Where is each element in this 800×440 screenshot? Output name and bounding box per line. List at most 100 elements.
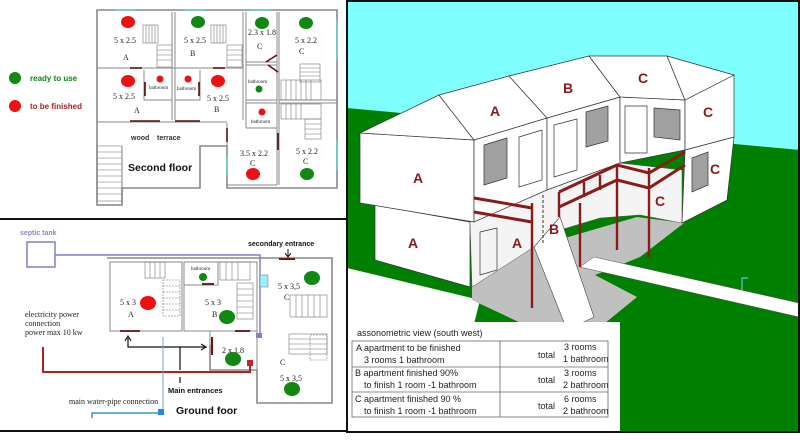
label: 5 x 2.2 <box>296 147 318 156</box>
label: C <box>284 293 289 302</box>
second-floor-plan: ready to use to be finished <box>9 9 338 206</box>
table-row: C apartment finished 90 % to finish 1 ro… <box>355 394 609 416</box>
label: B apartment finished 90% <box>355 368 458 378</box>
label: C <box>710 161 720 177</box>
arrowheads <box>124 334 208 351</box>
marker-icon <box>741 277 748 290</box>
house-windows <box>483 105 709 193</box>
iso-frame <box>346 0 800 433</box>
main-entrances-label: Main entrances <box>168 386 223 395</box>
label: 2 bathroom <box>563 380 609 390</box>
ground-room-labels: 5 x 3A bathroom 5 x 3B 5 x 3,5C 2 x 1.8 … <box>120 267 302 383</box>
label: 3 rooms 1 bathroom <box>364 355 445 365</box>
label: B <box>212 310 217 319</box>
second-floor-title: Second floor <box>128 162 192 174</box>
label: to finish 1 room -1 bathroom <box>364 406 477 416</box>
windows <box>115 9 338 175</box>
label: A <box>490 103 500 119</box>
water-pipe <box>91 412 160 418</box>
label: 2 x 1.8 <box>222 346 244 355</box>
label: 2 bathroom <box>563 406 609 416</box>
water-connection-box <box>158 409 164 415</box>
secondary-entrance-label: secondary entrance <box>248 241 314 248</box>
label: 3 rooms <box>564 368 597 378</box>
label: bathroom <box>177 87 196 92</box>
label: bathroom <box>191 267 210 272</box>
power-meter <box>247 360 253 366</box>
table-row: A apartment to be finished 3 rooms 1 bat… <box>356 342 609 365</box>
label: 5 x 2.5 <box>113 92 135 101</box>
label: 5 x 2.2 <box>295 36 317 45</box>
label: bathroom <box>248 80 267 85</box>
label: 5 x 2.5 <box>184 36 206 45</box>
room-status-dots <box>121 16 314 180</box>
label: bathroom <box>149 86 168 91</box>
label: B <box>549 221 559 237</box>
apartment-labels: A A B C C C C A A B <box>408 70 720 251</box>
label: C <box>655 193 665 209</box>
balcony-railing <box>473 150 686 308</box>
septic-pipe <box>55 254 261 335</box>
ramp <box>533 216 595 331</box>
label: A <box>413 170 423 186</box>
ground-status-dots <box>140 271 320 396</box>
stairs <box>96 24 322 202</box>
label: A apartment to be finished <box>356 343 461 353</box>
label: C <box>250 159 255 168</box>
entrance-arrows <box>127 338 205 383</box>
label: 5 x 3,5 <box>278 282 300 291</box>
label: 5 x 3 <box>205 298 221 307</box>
label: B <box>190 49 195 58</box>
label: A <box>123 53 129 62</box>
label: total <box>538 350 555 360</box>
power-label-1: electricity power <box>25 310 79 319</box>
isometric-view: A A B C C C C A A B assonometric view (s… <box>346 0 800 433</box>
legend-ready-dot <box>9 72 21 84</box>
label: C <box>299 47 304 56</box>
label: total <box>538 401 555 411</box>
label: to finish 1 room -1 bathroom <box>364 380 477 390</box>
label: 2.3 x 1.8 <box>248 28 276 37</box>
power-label-3: power max 10 kw <box>25 328 83 337</box>
iso-caption: assonometric view (south west) <box>357 328 483 338</box>
septic-pipe-end <box>256 333 262 338</box>
septic-tank <box>26 241 56 268</box>
label: C <box>280 358 285 367</box>
label: C <box>303 157 308 166</box>
ground-sink <box>259 274 269 288</box>
legend-unfinished-dot <box>9 100 21 112</box>
ground-floor-plan: septic tank 5 <box>20 230 333 418</box>
label: total <box>538 375 555 385</box>
label: C <box>703 104 713 120</box>
ground-floor-title: Ground foor <box>176 405 237 417</box>
label: A <box>128 310 134 319</box>
label: 5 x 2.5 <box>114 36 136 45</box>
label: 5 x 3,5 <box>280 374 302 383</box>
label: C apartment finished 90 % <box>355 394 461 404</box>
label: C <box>638 70 648 86</box>
terrace-label: wood terrace <box>130 135 181 142</box>
power-label-2: connection <box>25 319 60 328</box>
summary-table: A apartment to be finished 3 rooms 1 bat… <box>351 340 609 418</box>
label: 5 x 2.5 <box>207 94 229 103</box>
doors <box>130 54 279 150</box>
legend-unfinished-label: to be finished <box>30 102 82 111</box>
power-line <box>42 347 251 373</box>
label: B <box>563 80 573 96</box>
ground-doors <box>120 283 250 332</box>
label: 1 bathroom <box>563 354 609 364</box>
septic-tank-label: septic tank <box>20 230 57 237</box>
label: A <box>134 106 140 115</box>
water-label: main water-pipe connection <box>69 397 158 406</box>
label: 5 x 3 <box>120 298 136 307</box>
label: 6 rooms <box>564 394 597 404</box>
label: C <box>257 42 262 51</box>
room-labels: 5 x 2.5A 5 x 2.5B 2.3 x 1.8C 5 x 2.2C 5 … <box>113 28 318 174</box>
legend-ready-label: ready to use <box>30 74 78 83</box>
label: bathroom <box>251 120 270 125</box>
label: 3 rooms <box>564 342 597 352</box>
ground-walls <box>109 261 258 371</box>
ground-stairs <box>144 261 328 361</box>
secondary-entrance-arrow <box>284 249 292 258</box>
